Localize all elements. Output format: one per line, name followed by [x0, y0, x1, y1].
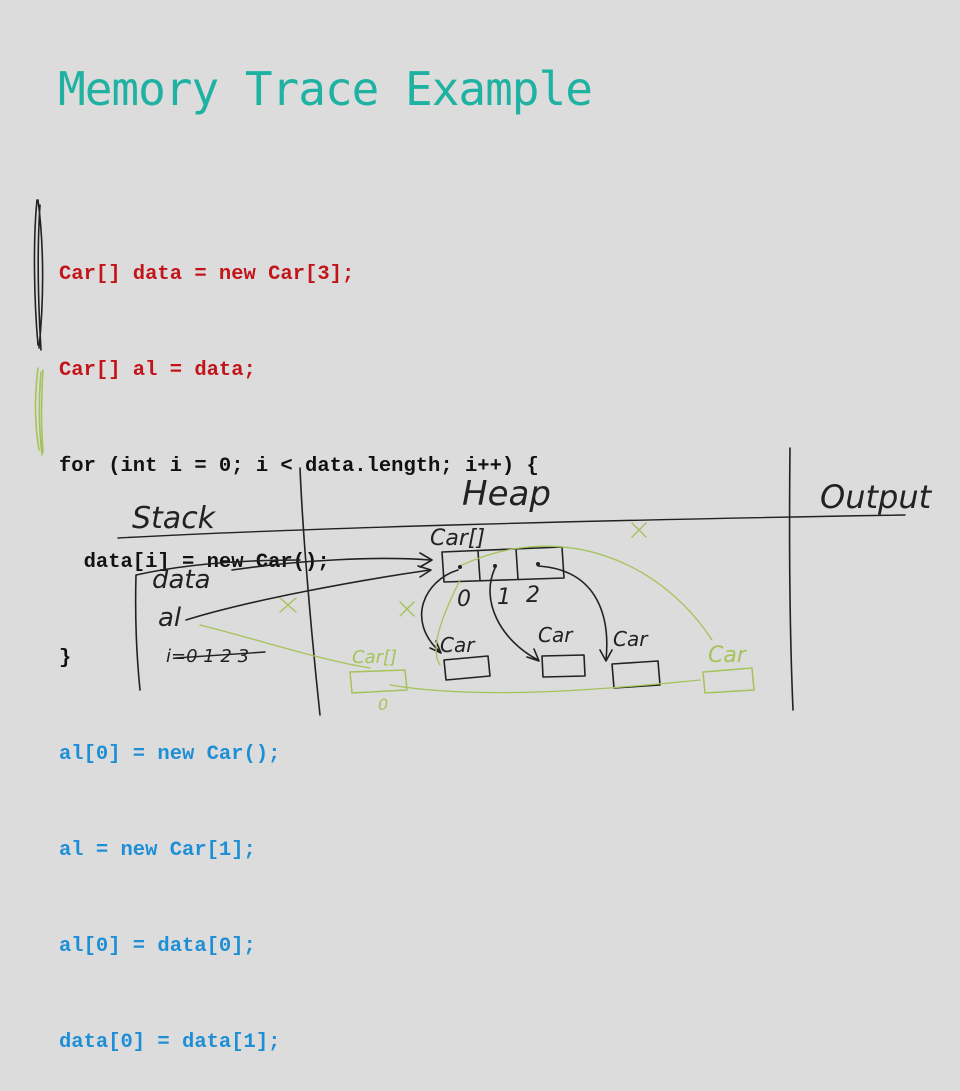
index-1-label: 1: [497, 585, 511, 610]
car-label: Car: [613, 627, 649, 651]
code-line: al[0] = new Car();: [59, 743, 281, 766]
code-line: al[0] = data[0];: [59, 935, 256, 958]
code-line: Car[] al = data;: [59, 359, 256, 382]
ref-dot: [493, 564, 497, 568]
heap-output-divider: [788, 447, 794, 711]
green-array-box: [349, 669, 408, 694]
code-line: al = new Car[1];: [59, 839, 256, 862]
green-cross-mark: [631, 522, 647, 538]
code-line: Car[] data = new Car[3];: [59, 263, 355, 286]
array-label: Car[]: [430, 526, 485, 551]
code-line: for (int i = 0; i < data.length; i++) {: [59, 455, 539, 478]
car-object-box: [611, 660, 661, 689]
al-ref-arrow: [185, 565, 432, 621]
code-line: }: [59, 647, 72, 670]
green-array-label: Car[]: [352, 647, 397, 668]
car-label: Car: [538, 623, 574, 647]
stack-label: Stack: [132, 501, 217, 536]
green-ref-arrow: [199, 624, 371, 669]
green-car-label: Car: [708, 643, 748, 668]
green-ref-arrow: [461, 545, 713, 641]
car-object-box: [541, 654, 586, 678]
ref-dot: [458, 565, 462, 569]
green-ref-arrow: [389, 679, 701, 694]
slide-title: Memory Trace Example: [58, 62, 593, 116]
header-line: [117, 514, 906, 539]
var-al-label: al: [158, 603, 182, 633]
elem2-ref-arrow: [537, 565, 613, 662]
car-label: Car: [440, 633, 476, 657]
green-ref-arrow: [435, 579, 461, 666]
elem1-ref-arrow: [489, 567, 540, 662]
black-bracket-1: [33, 199, 44, 351]
green-car-box: [702, 667, 755, 694]
green-cross-mark: [399, 601, 415, 617]
index-0-label: 0: [457, 587, 471, 612]
ref-dot: [536, 562, 540, 566]
heap-label: Heap: [462, 474, 551, 514]
green-bracket: [34, 367, 44, 456]
index-2-label: 2: [526, 583, 540, 608]
green-index-0-label: 0: [378, 695, 388, 714]
var-data-label: data: [152, 565, 211, 595]
code-line: data[0] = data[1];: [59, 1031, 281, 1054]
output-label: Output: [820, 478, 933, 516]
strike-through: [175, 651, 266, 659]
elem0-ref-arrow: [420, 569, 459, 654]
heap-array-box: [441, 546, 565, 583]
data-ref-arrow: [231, 552, 433, 571]
car-object-box: [443, 655, 491, 681]
stack-frame: [134, 559, 301, 691]
green-cross-mark: [279, 597, 297, 613]
handwritten-annotations: Stack Heap Output data al i=0 1 2 3 Car[…: [33, 199, 933, 716]
